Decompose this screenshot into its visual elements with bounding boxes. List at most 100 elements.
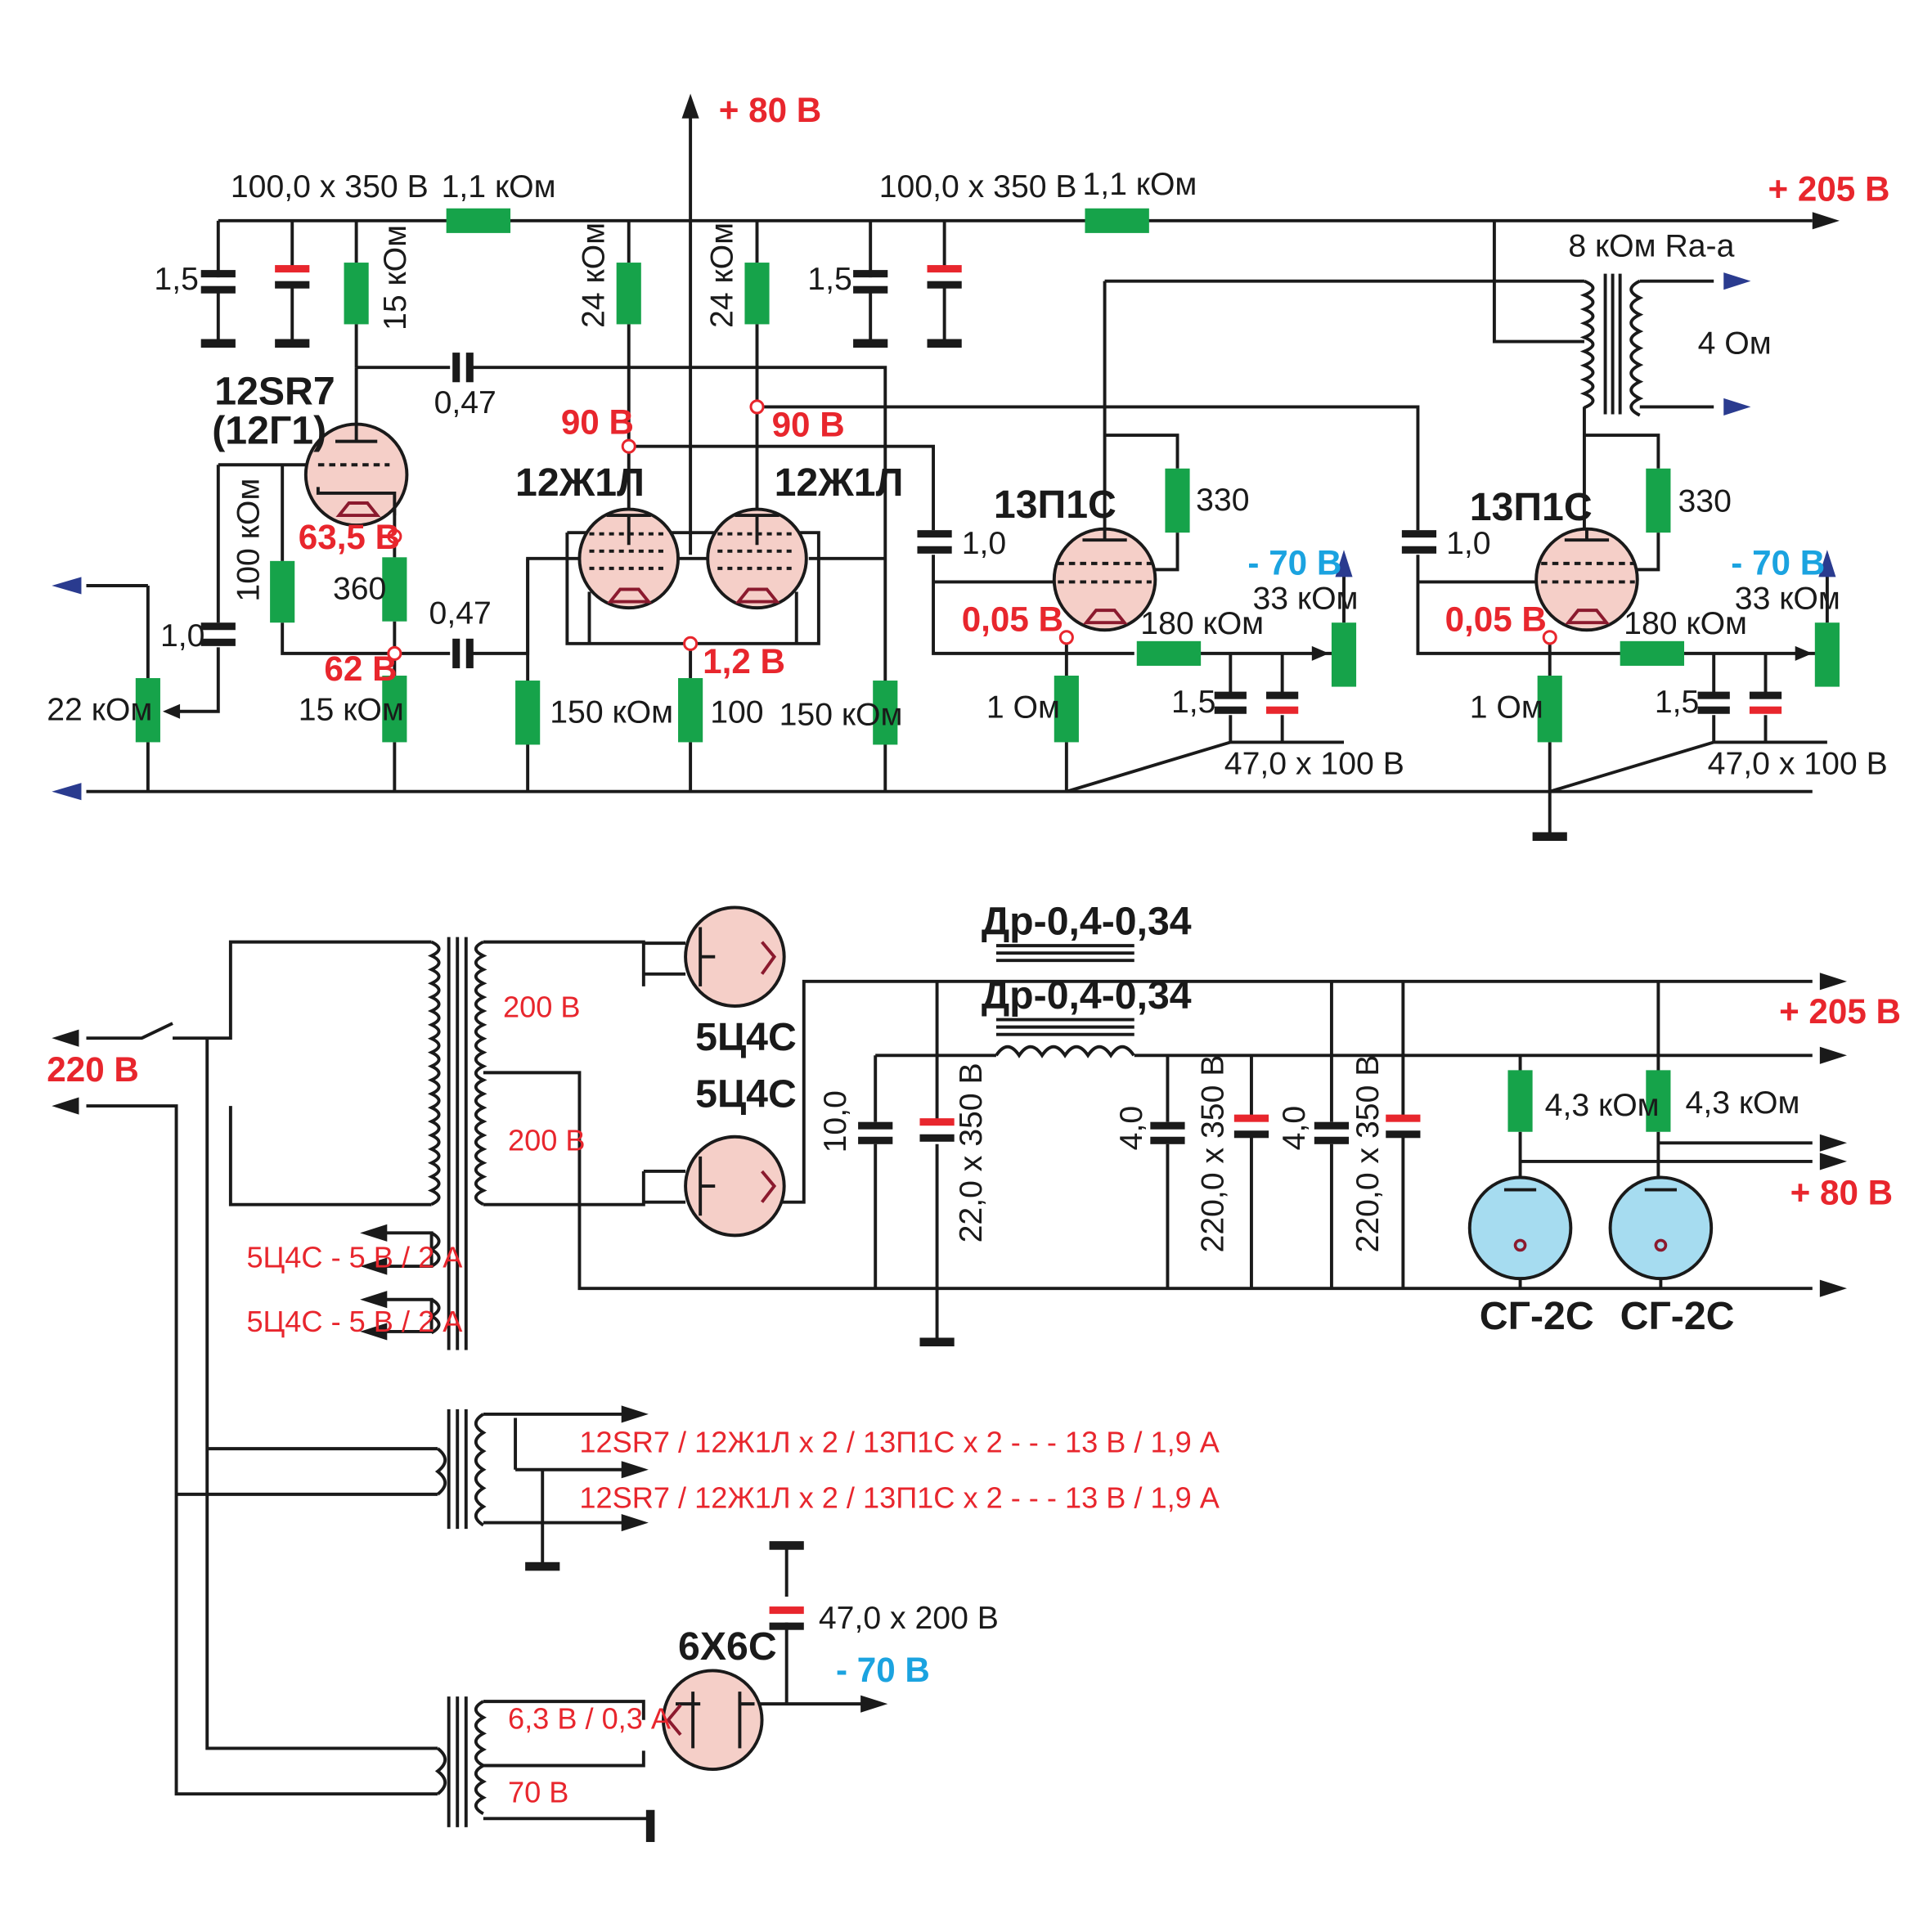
label-pot33k-b: 33 кОм	[1735, 582, 1840, 617]
pot-wiper-33k-a	[1311, 645, 1329, 661]
label-sg2s-b: СГ-2С	[1620, 1294, 1735, 1338]
labels: + 80 В + 205 В 100,0 х 350 В 100,0 х 350…	[47, 91, 1901, 1809]
tube-12sr7	[303, 422, 409, 528]
tube-5c4s-a	[643, 905, 786, 1008]
label-tube-13p1s-a: 13П1С	[994, 483, 1117, 527]
label-r15k-bot: 15 кОм	[299, 692, 404, 727]
tube-6x6s	[661, 1669, 764, 1771]
label-vm70-b: - 70 В	[1731, 543, 1825, 582]
label-r15k-top: 15 кОм	[378, 225, 413, 330]
cap-1-0-a	[917, 530, 952, 538]
label-pot33k-a: 33 кОм	[1252, 582, 1358, 617]
label-vm70-ps: - 70 В	[836, 1651, 930, 1689]
arrow-mains-a	[52, 1029, 79, 1047]
label-c22-350: 22,0 х 350 В	[954, 1063, 989, 1242]
resistor-24k-a	[616, 263, 641, 325]
arrow-out-205	[1819, 973, 1847, 991]
label-v62: 62 В	[324, 649, 397, 688]
label-v1-2: 1,2 В	[703, 642, 785, 681]
ground-heater	[525, 1561, 560, 1571]
label-r24k-b: 24 кОм	[704, 222, 739, 328]
resistor-330-a	[1165, 468, 1190, 533]
cap-047-a	[452, 353, 461, 383]
arrow-out-gnd	[1819, 1279, 1847, 1297]
label-c15-out-b: 1,5	[1655, 685, 1699, 720]
ground-bias	[645, 1809, 655, 1842]
label-r180k-b: 180 кОм	[1624, 606, 1747, 641]
pot-wiper-33k-b	[1795, 645, 1813, 661]
tube-13p1s-b	[1534, 527, 1639, 632]
output-transformer	[1579, 273, 1644, 417]
label-r150k-b: 150 кОм	[780, 697, 903, 732]
resistor-15k-top	[344, 263, 369, 325]
label-r330-a: 330	[1196, 483, 1249, 518]
label-v005-b: 0,05 В	[1445, 600, 1547, 639]
resistor-1om-a	[1054, 676, 1079, 743]
label-c220-350-a: 220,0 х 350 В	[1195, 1055, 1230, 1253]
label-v80-top: + 80 В	[719, 91, 821, 129]
resistor-1k1-b	[1085, 208, 1149, 233]
label-sec200-b: 200 В	[508, 1123, 586, 1157]
label-v63-5: 63,5 В	[299, 518, 400, 556]
resistor-180k-a	[1136, 640, 1202, 666]
psu-wiring	[86, 940, 1813, 1821]
stabilizer-sg2s-a	[1467, 1175, 1573, 1281]
label-v005-a: 0,05 В	[962, 600, 1063, 639]
arrow-mains-b	[52, 1097, 79, 1115]
label-tube-6x6s: 6Х6С	[678, 1624, 777, 1669]
tube-5c4s-b	[643, 1134, 786, 1238]
ground-symbol-top	[1532, 832, 1567, 842]
resistor-150k-a	[515, 681, 541, 745]
resistor-24k-b	[744, 263, 770, 325]
label-c220-350-b: 220,0 х 350 В	[1350, 1055, 1386, 1253]
label-r1om-b: 1 Ом	[1470, 690, 1543, 725]
pot-wiper-22k	[162, 703, 181, 719]
arrow-out-minus70	[860, 1695, 888, 1713]
label-c047-a: 0,47	[434, 385, 496, 420]
pot-33k-b	[1814, 622, 1840, 687]
label-c10-b: 1,0	[1446, 526, 1490, 561]
pot-33k-a	[1331, 622, 1357, 687]
label-c15-a: 1,5	[154, 262, 198, 297]
power-transformer	[427, 937, 487, 1350]
arrow-ground-left	[52, 783, 82, 801]
label-sec200-a: 200 В	[503, 991, 581, 1024]
test-points	[387, 399, 1557, 661]
label-choke-b: Др-0,4-0,34	[982, 973, 1192, 1018]
arrow-out-80a	[1819, 1134, 1847, 1152]
label-c10: 10,0	[818, 1090, 853, 1152]
pot-22k	[135, 678, 160, 743]
arrow-bias-a	[1335, 550, 1353, 577]
label-r1om-a: 1 Ом	[986, 690, 1060, 725]
label-tube-12zh1l-a: 12Ж1Л	[515, 461, 645, 505]
bias-transformer	[434, 1696, 487, 1827]
label-tube-5c4s-a: 5Ц4С	[695, 1015, 797, 1059]
label-sg2s-a: СГ-2С	[1480, 1294, 1594, 1338]
label-xfmr-out: 8 кОм Ra-a	[1568, 229, 1734, 264]
label-c47-100-b: 47,0 х 100 В	[1708, 747, 1888, 782]
resistor-100	[678, 678, 703, 743]
label-tube-12sr7: 12SR7	[214, 369, 335, 413]
cap-047-b	[452, 638, 461, 668]
label-cap100-a: 100,0 х 350 В	[231, 169, 429, 204]
tube-12zh1l-b	[706, 507, 808, 610]
label-r24k-a: 24 кОм	[577, 222, 612, 328]
arrow-spk-bottom	[1723, 398, 1751, 416]
choke-b	[995, 1018, 1135, 1058]
capacitors-top	[200, 265, 1782, 714]
cap-1-0-b	[1401, 530, 1437, 538]
resistor-15k-bot	[382, 676, 407, 743]
label-v205-ps: + 205 В	[1779, 992, 1901, 1031]
arrow-plus205-right	[1812, 212, 1840, 230]
label-r180k-a: 180 кОм	[1140, 606, 1264, 641]
label-r4k3-b: 4,3 кОм	[1686, 1085, 1800, 1121]
label-c10-in: 1,0	[160, 618, 204, 654]
label-fil5c4s-a: 5Ц4С - 5 В / 2 А	[246, 1241, 463, 1274]
label-c47-100-a: 47,0 х 100 В	[1224, 747, 1404, 782]
label-r4k3-a: 4,3 кОм	[1545, 1088, 1660, 1123]
resistor-1k1-a	[446, 208, 511, 233]
arrow-bias-b	[1818, 550, 1836, 577]
label-c15-out-a: 1,5	[1171, 685, 1215, 720]
label-v90-b: 90 В	[772, 406, 845, 444]
